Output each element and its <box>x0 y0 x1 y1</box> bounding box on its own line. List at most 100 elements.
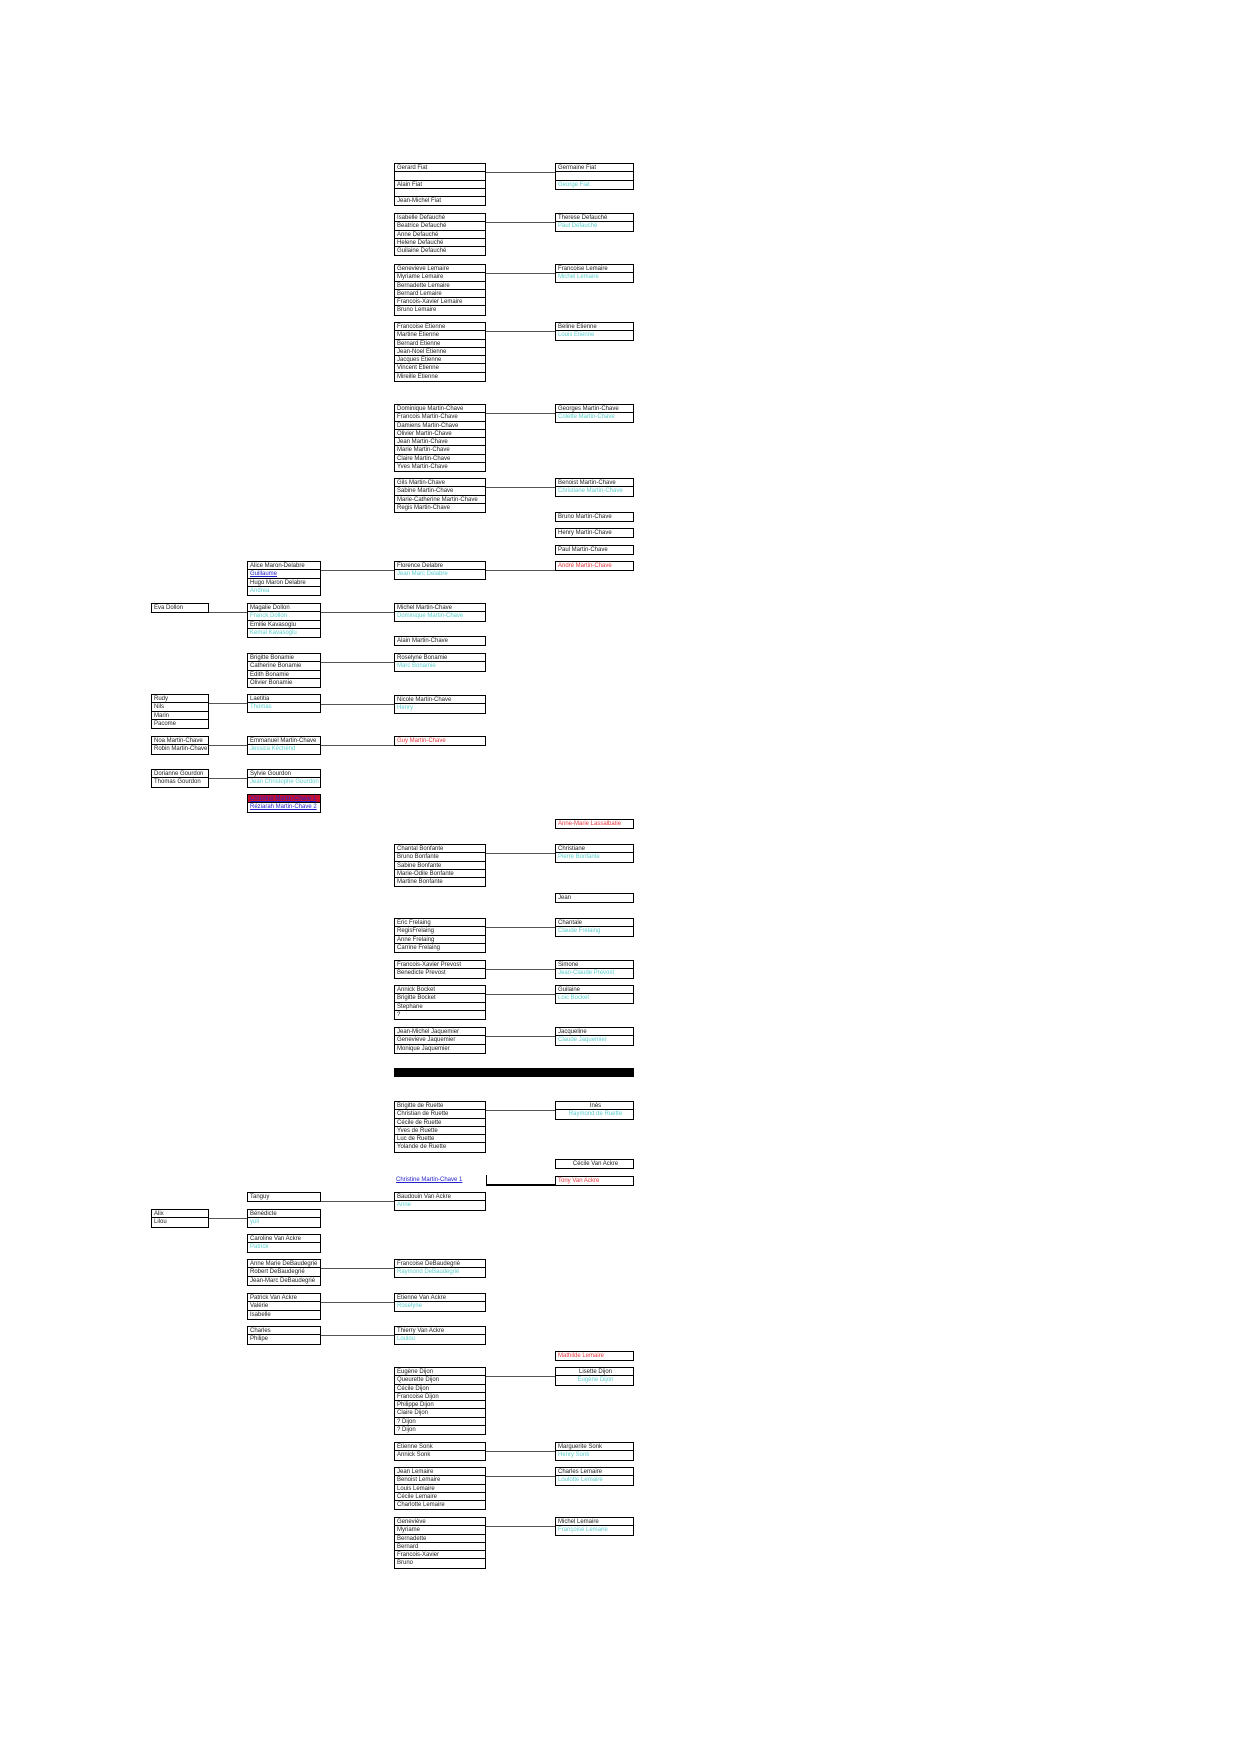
person-name: Charlotte Lemaire <box>397 1502 445 1509</box>
person-name: Martine Etienne <box>395 331 485 340</box>
person-name: Francoise DeBaudegrié <box>395 1260 485 1269</box>
person-name: Simone <box>556 961 633 970</box>
spouse-name: Paul Defauché <box>558 223 598 230</box>
person-box: Anne-Marie Lassalbatie <box>555 819 634 830</box>
spouse-name: Anne <box>397 1202 412 1209</box>
person-name: Bruno Lemaire <box>397 307 437 314</box>
person-box: Jean <box>555 893 634 904</box>
person-name: Benedicte Prevost <box>397 970 446 977</box>
person-name: Bruno Bonfante <box>395 853 485 862</box>
relation-connector <box>486 1109 555 1111</box>
person-name <box>556 172 633 181</box>
person-name: Nicole Martin-Chave <box>395 696 485 705</box>
spouse-name: Andrea <box>250 587 270 594</box>
person-name: Emmanuel Martin-Chave <box>248 737 320 746</box>
person-name: Cécile Van Ackre <box>572 1161 619 1167</box>
relation-connector <box>321 1301 394 1303</box>
person-link[interactable]: Guillaume <box>248 570 320 579</box>
person-name: Tanguy <box>250 1194 270 1200</box>
person-name: Helene Defauché <box>395 239 485 248</box>
spouse-name: Roselyne <box>397 1303 423 1310</box>
person-link[interactable]: Réziarah Martin-Chave 2 <box>250 804 317 811</box>
person-name: Vincent Etienne <box>395 364 485 373</box>
relation-connector <box>486 330 555 332</box>
person-name: Bénédicte <box>248 1210 320 1219</box>
person-name: Mireille Etienne <box>397 373 439 380</box>
relation-connector <box>486 221 555 223</box>
person-name: Francois Martin-Chave <box>395 413 485 422</box>
person-name: Jacques Etienne <box>395 356 485 365</box>
person-name: Anne-Marie Lassalbatie <box>558 821 622 827</box>
person-name: Guilaine Defauché <box>397 248 447 255</box>
person-name: Chantal Bonfante <box>395 845 485 854</box>
person-box: Alain Martin-Chave <box>394 636 486 647</box>
person-link[interactable]: Christine Martin-Chave 1 <box>248 795 320 804</box>
relation-connector <box>486 852 555 854</box>
person-name: Christian de Ruette <box>395 1110 485 1119</box>
person-name: Monique Jaquemier <box>397 1045 450 1052</box>
person-name: Brigitte de Ruette <box>395 1102 485 1111</box>
spouse-name: Marc Bonamie <box>397 663 436 670</box>
person-box: Cécile Van Ackre <box>555 1159 634 1170</box>
relation-connector <box>486 1035 555 1037</box>
person-name: Hugo Maron Delabre <box>248 579 320 587</box>
spouse-name: Dominique Martin-Chave <box>397 613 464 620</box>
spouse-name: Jean-Claude Prevost <box>558 970 615 977</box>
person-name: Patrick Van Ackre <box>248 1294 320 1303</box>
person-name: Philipe <box>250 1336 269 1343</box>
person-name: Jean Lemaire <box>395 1468 485 1477</box>
person-name: Robert DeBaudegrié <box>248 1268 320 1277</box>
relation-connector <box>209 702 247 704</box>
person-name: Damiens Martin-Chave <box>395 422 485 430</box>
person-name: Robin Martin-Chave <box>154 746 208 753</box>
person-name: Etienne Sonk <box>395 1443 485 1452</box>
person-name: Alain Fiat <box>395 181 485 189</box>
person-name: Jean-Michel Jaquemier <box>395 1028 485 1037</box>
person-name <box>395 172 485 181</box>
spouse-name: Christiane Martin-Chave <box>558 488 623 495</box>
person-name: Etienne Van Ackre <box>395 1294 485 1303</box>
person-name: Claire Dijon <box>395 1409 485 1418</box>
relation-connector <box>486 486 555 488</box>
person-name: Annick Sonk <box>397 1452 431 1459</box>
person-name: Eva Dollon <box>154 605 184 611</box>
spouse-name: Kemal Kavasoglu <box>250 629 297 636</box>
spouse-name: Raymond de Ruette <box>568 1111 623 1118</box>
person-name: Eugène Dijon <box>395 1368 485 1377</box>
person-name: Myriame Lemaire <box>395 273 485 282</box>
relation-connector <box>321 1334 394 1336</box>
relation-connector <box>486 1450 555 1452</box>
person-box: Paul Martin-Chave <box>555 545 634 556</box>
person-box: Eva Dollon <box>151 603 209 614</box>
person-name: Olivier Bonamie <box>250 679 293 686</box>
person-name: Emilie Kavasoglu <box>248 621 320 629</box>
person-name: Caroline Van Ackre <box>248 1235 320 1244</box>
person-name: Georges Martin-Chave <box>556 405 633 414</box>
person-name: Gils Martin-Chave <box>395 479 485 488</box>
person-link[interactable]: Christine Martin-Chave 1 <box>396 1177 463 1183</box>
person-name: Anne Marie DeBaudegrié <box>248 1260 320 1269</box>
person-name: Magalie Dollon <box>248 604 320 613</box>
spouse-name: Henry Sonk <box>558 1452 590 1459</box>
person-name: Sabine Bonfante <box>395 862 485 870</box>
person-name: Brigitte Bonamie <box>248 654 320 663</box>
